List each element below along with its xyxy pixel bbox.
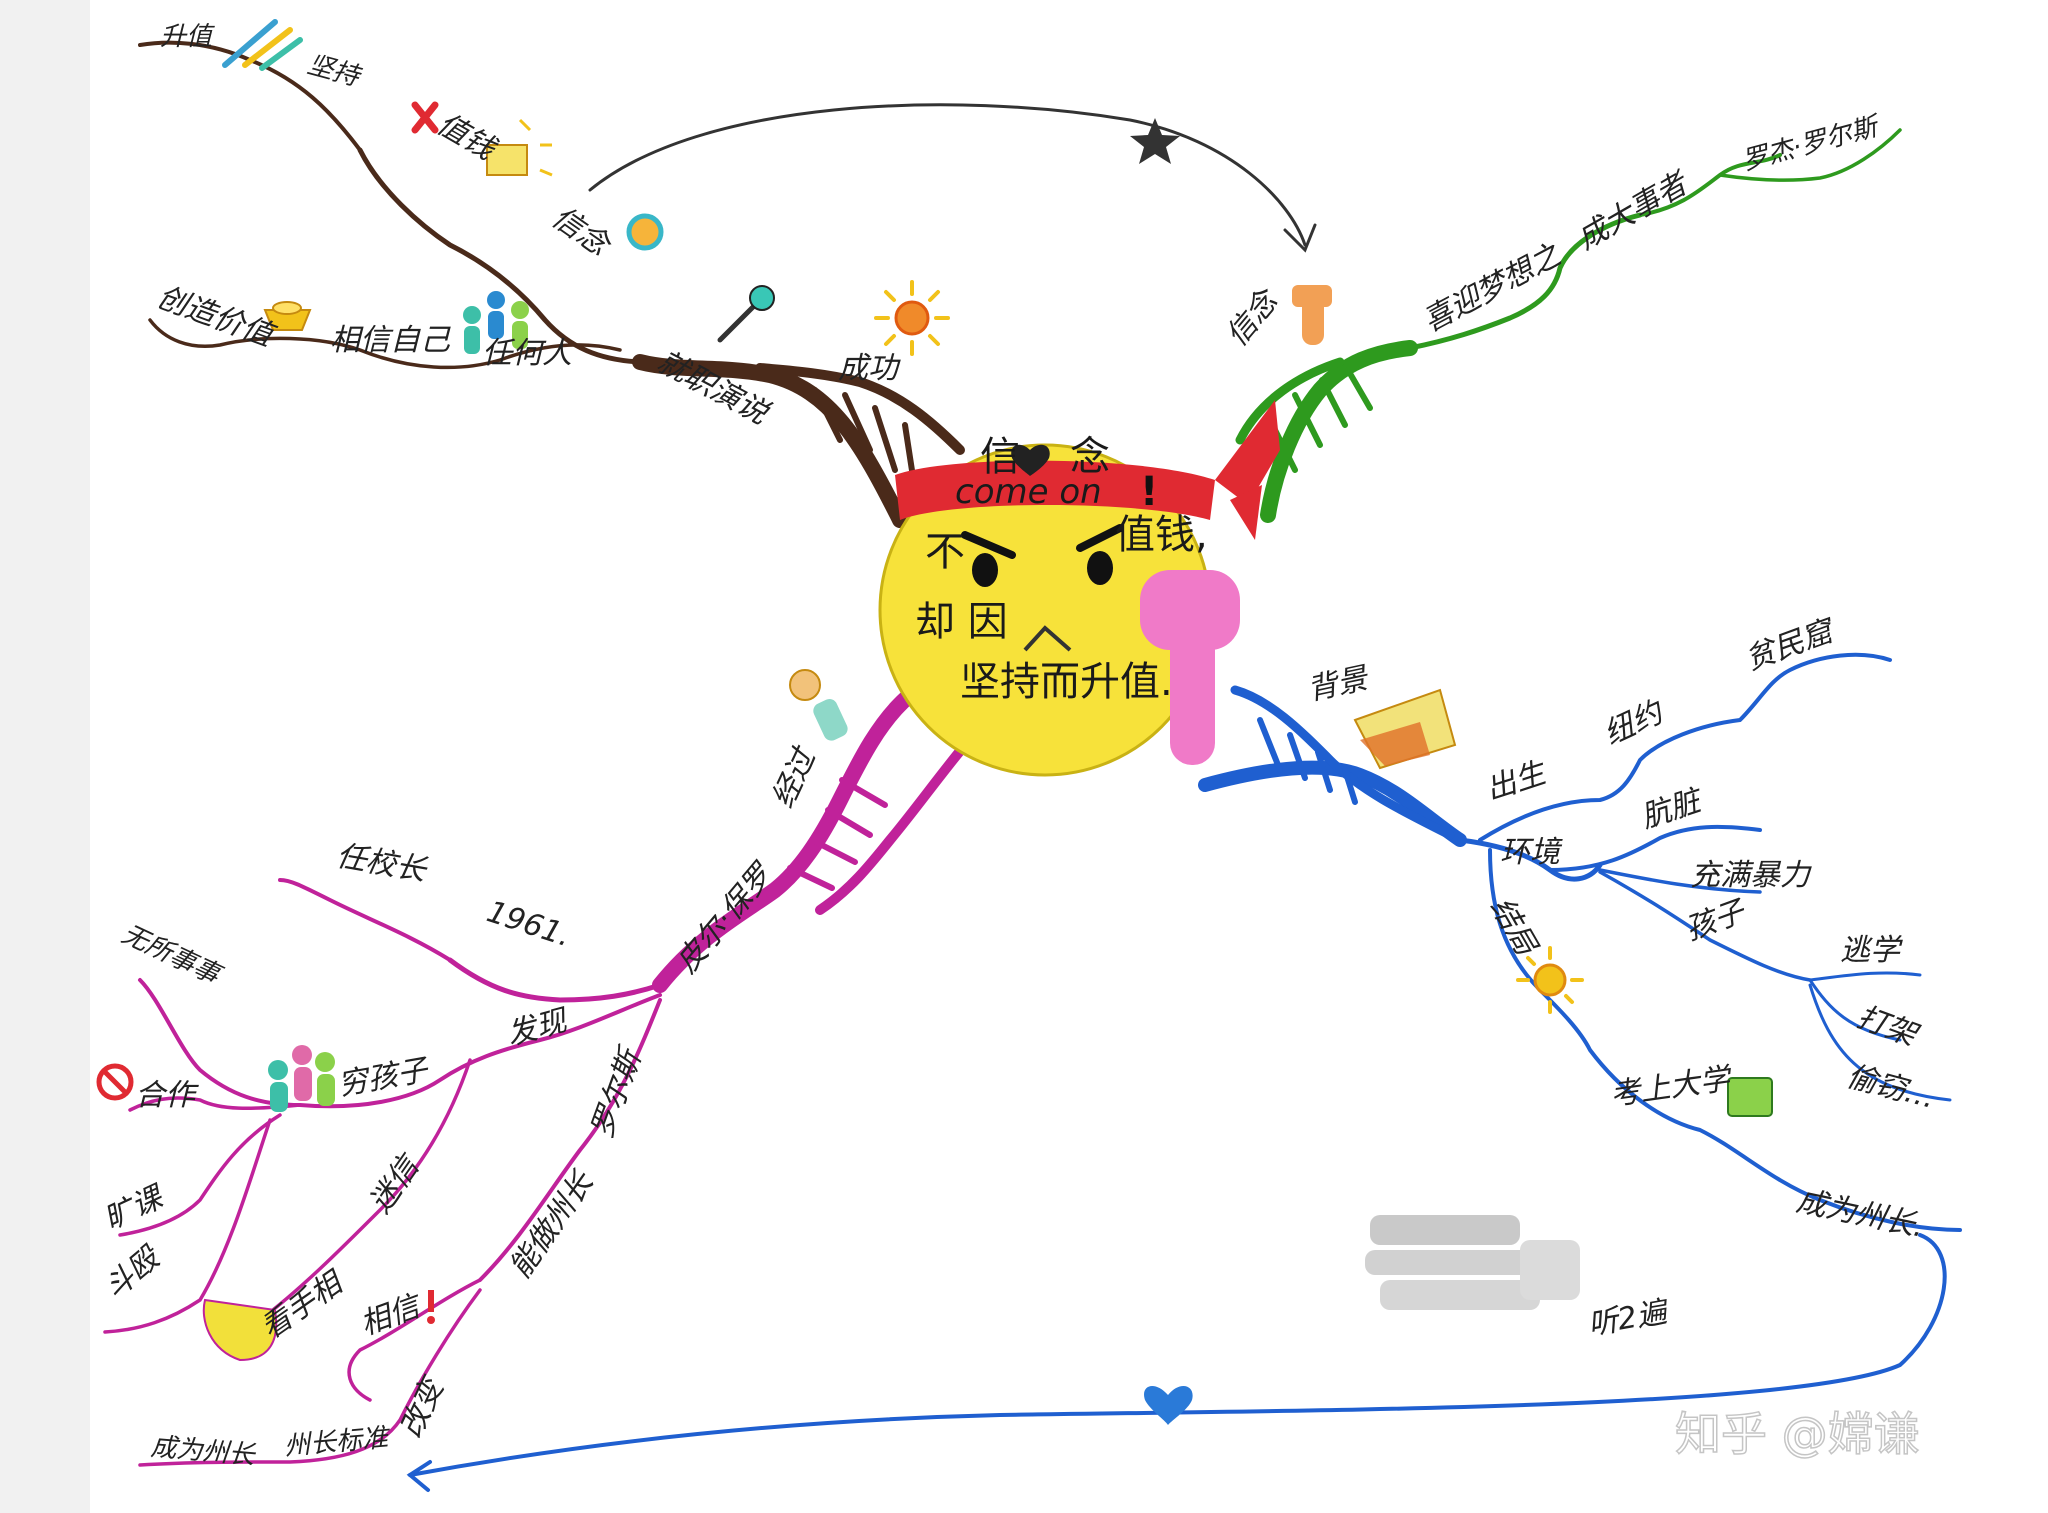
people-icon xyxy=(463,291,529,354)
center-text-valuable: 值钱, xyxy=(1115,512,1208,558)
paper-note-icon xyxy=(1353,688,1457,770)
sun-icon xyxy=(874,280,950,356)
book-icon xyxy=(1727,1077,1773,1117)
label-violence: 充满暴力 xyxy=(1690,858,1812,893)
rising-arrows-icon xyxy=(222,19,303,71)
sun-icon-2 xyxy=(1516,946,1584,1014)
center-text-bu: 不 xyxy=(925,529,965,575)
label-truancy: 逃学 xyxy=(1840,933,1903,968)
star-icon xyxy=(1130,118,1180,164)
exclamation-mark: ! xyxy=(1140,469,1158,515)
label-believe-self: 相信自己 xyxy=(330,323,451,358)
branch-green xyxy=(1235,128,1902,523)
center-text-persist: 坚持而升值. xyxy=(960,659,1173,705)
label-cooperate: 合作 xyxy=(135,1078,199,1113)
branch-brown xyxy=(138,40,1317,528)
cross-mark-icon xyxy=(411,101,439,134)
paper-left-edge xyxy=(0,0,90,1513)
lightbulb-icon xyxy=(626,213,664,251)
right-eye xyxy=(1087,551,1113,585)
label-success: 成功 xyxy=(838,351,901,386)
label-appreciate: 升值 xyxy=(160,22,215,52)
children-icon xyxy=(268,1045,335,1112)
heart-mark-icon xyxy=(1011,444,1050,476)
microphone-icon xyxy=(717,285,775,343)
branch-blue xyxy=(406,652,1962,1492)
exclamation-icon xyxy=(427,1290,435,1324)
palm-icon xyxy=(202,1298,278,1362)
thumbs-up-icon xyxy=(1292,285,1332,345)
watermark: 知乎 @嫦谦 xyxy=(1675,1407,1920,1461)
label-environment: 环境 xyxy=(1500,835,1563,870)
no-sign-icon xyxy=(96,1063,134,1101)
heart-icon xyxy=(1144,1385,1193,1425)
fist-icon xyxy=(1140,570,1240,650)
central-face xyxy=(878,400,1280,777)
gold-ingot-icon xyxy=(263,301,312,331)
headband-top-right: 念 xyxy=(1070,434,1110,480)
branch-magenta xyxy=(103,687,970,1467)
eraser-smudge xyxy=(1365,1215,1580,1310)
mouth xyxy=(1023,625,1072,652)
headband-top-left: 信 xyxy=(980,434,1020,480)
headband xyxy=(895,460,1215,520)
headband-text: come on xyxy=(955,472,1102,512)
money-icon xyxy=(486,118,553,177)
label-anyone: 任何人 xyxy=(482,336,572,371)
climbing-person-icon xyxy=(789,669,848,741)
left-eye xyxy=(972,553,998,587)
center-text-but-because: 却 因 xyxy=(915,599,1008,645)
